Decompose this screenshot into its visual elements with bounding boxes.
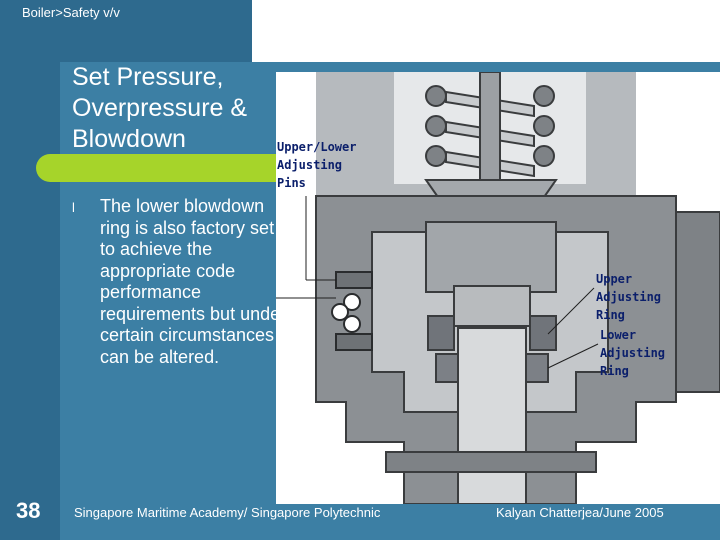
breadcrumb: Boiler>Safety v/v <box>22 5 120 20</box>
bullet-text: The lower blowdown ring is also factory … <box>100 196 287 367</box>
label-lower-adjusting-ring: Lower Adjusting Ring <box>600 326 665 380</box>
slide-number: 38 <box>16 498 41 523</box>
label-line: Lower <box>600 328 637 342</box>
label-line: Adjusting <box>596 290 662 304</box>
valve-cross-section-illustration <box>276 72 720 504</box>
safety-valve-diagram: Upper/Lower Adjusting Pins Upper Adjusti… <box>276 72 720 504</box>
slide-title: Set Pressure, Overpressure & Blowdown <box>72 63 248 153</box>
footer-institution: Singapore Maritime Academy/ Singapore Po… <box>74 505 381 520</box>
label-line: Upper/Lower <box>277 140 357 154</box>
label-adjusting-pins: Upper/Lower Adjusting Pins <box>277 138 356 192</box>
bullet-marker: l <box>72 200 75 215</box>
label-line: Ring <box>600 364 629 378</box>
label-line: Pins <box>277 176 306 190</box>
header-band <box>0 0 252 62</box>
footer-author: Kalyan Chatterjea/June 2005 <box>496 505 664 520</box>
label-upper-adjusting-ring: Upper Adjusting Ring <box>596 270 661 324</box>
label-line: Adjusting <box>277 158 343 172</box>
label-line: Ring <box>596 308 625 322</box>
label-line: Adjusting <box>600 346 666 360</box>
label-line: Upper <box>596 272 633 286</box>
left-strip <box>0 0 60 540</box>
